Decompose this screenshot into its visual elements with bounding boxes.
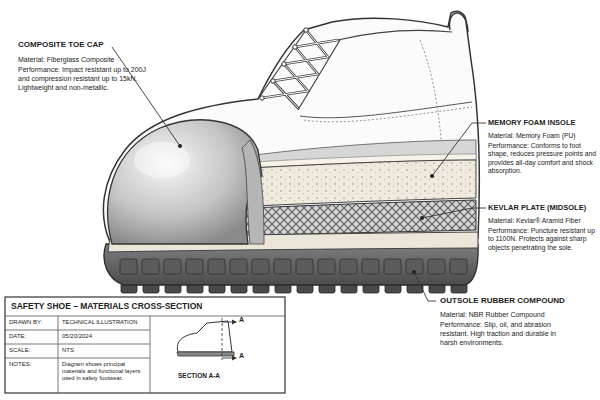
table-grid	[5, 316, 285, 393]
quarter-seam	[300, 102, 472, 118]
table-cell: Diagram shows principal materials and fu…	[62, 361, 148, 383]
leader-line	[432, 123, 486, 176]
composite-toe-cap	[108, 120, 262, 244]
table-cell: 05/20/2024	[62, 333, 149, 341]
callout-text: Performance: Conforms to foot shape, red…	[488, 142, 598, 176]
callout-heading: KEVLAR PLATE (MIDSOLE)	[488, 203, 598, 212]
callout-heading: COMPOSITE TOE CAP	[18, 40, 168, 50]
section-shoe-icon	[177, 321, 232, 352]
toe-cap-section	[242, 140, 264, 244]
callout-text: Performance: Puncture resistant up to 11…	[488, 227, 598, 252]
leader-line	[422, 208, 486, 218]
stitching	[304, 107, 472, 122]
table-cell: SCALE:	[9, 347, 57, 355]
section-arrow	[222, 322, 236, 323]
eyelets	[260, 28, 308, 100]
leader-line	[112, 47, 180, 146]
callout-text: Material: NBR Rubber Compound	[440, 311, 590, 320]
title-block	[5, 297, 285, 393]
leader-dot	[412, 270, 416, 274]
eyelet	[260, 96, 264, 100]
leader-dot	[430, 174, 434, 178]
callout-text: Material: Kevlar® Aramid Fiber	[488, 217, 598, 225]
section-line	[222, 318, 223, 360]
eyelet	[282, 62, 286, 66]
leader-line	[414, 272, 436, 301]
callout-text: Performance: Impact resistant up to 200J…	[18, 66, 148, 92]
leader-lines	[112, 47, 486, 301]
section-mark: A	[239, 352, 251, 361]
section-label: SECTION A-A	[178, 372, 278, 380]
outsole-tread	[118, 258, 470, 276]
table-cell: DATE:	[9, 333, 57, 341]
table-cell: TECHNICAL ILLUSTRATION	[62, 319, 149, 326]
eyelet	[271, 79, 275, 83]
section-mark: A	[239, 316, 251, 325]
laces	[262, 30, 338, 108]
lace-highlights	[262, 30, 338, 108]
callout-text: Material: Fiberglass Composite	[18, 56, 168, 65]
table-cell: NTS	[62, 347, 149, 355]
callout-heading: OUTSOLE RUBBER COMPOUND	[440, 296, 595, 306]
section-shoe-sole	[177, 352, 234, 356]
eyelet	[304, 28, 308, 32]
callout-text: Performance: Slip, oil, and abrasion res…	[440, 321, 570, 347]
table-cell: NOTES:	[9, 361, 57, 369]
lace	[262, 30, 338, 108]
section-arrow	[222, 358, 236, 359]
leader-dot	[420, 216, 424, 220]
eyelet-rows	[258, 30, 340, 110]
collar-line	[338, 31, 452, 40]
leader-dot	[178, 144, 182, 148]
lace-highlight	[262, 30, 338, 108]
leader-dots	[178, 144, 434, 274]
eyelet	[293, 45, 297, 49]
drawing-title: SAFETY SHOE – MATERIALS CROSS-SECTION	[11, 301, 281, 312]
callout-text: Material: Memory Foam (PU)	[488, 132, 598, 140]
table-cell: DRAWN BY:	[9, 319, 57, 327]
callout-heading: MEMORY FOAM INSOLE	[488, 118, 598, 127]
pull-tab	[449, 13, 468, 32]
toe-cap-highlight	[134, 142, 190, 178]
